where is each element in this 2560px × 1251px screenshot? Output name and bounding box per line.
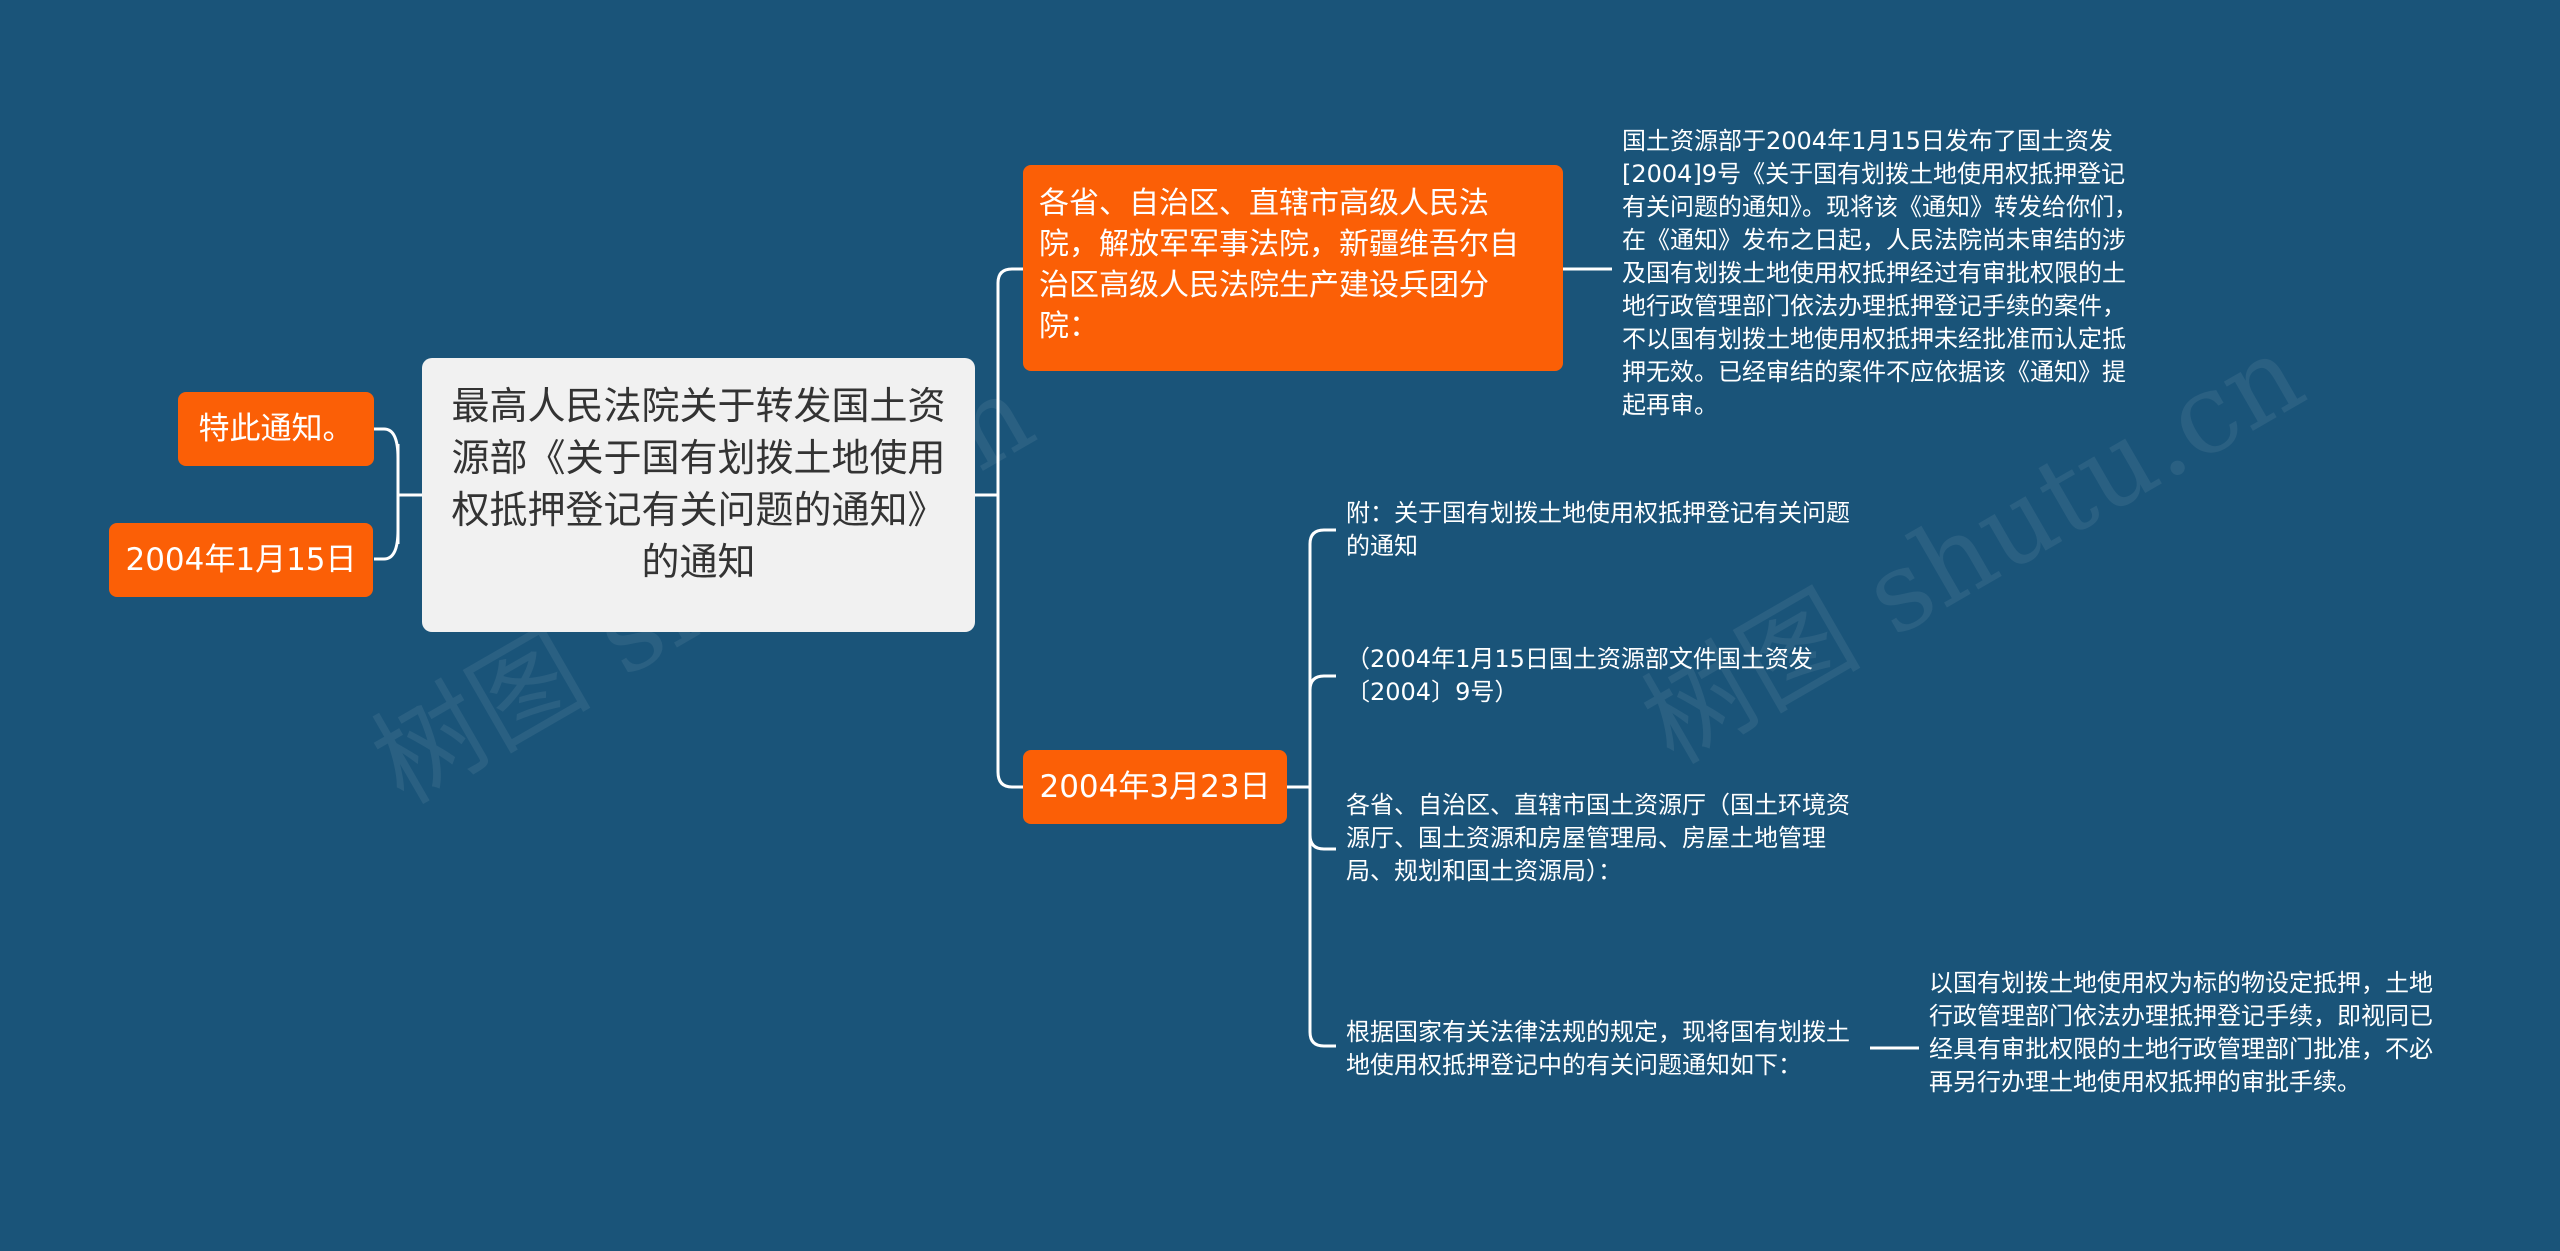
basis-node[interactable]: 根据国家有关法律法规的规定，现将国有划拨土地使用权抵押登记中的有关问题通知如下： bbox=[1346, 1018, 1850, 1079]
connector-right-recipients bbox=[996, 267, 1023, 284]
connector-date-basis bbox=[1308, 1031, 1336, 1048]
attachment-node[interactable]: 附：关于国有划拨土地使用权抵押登记有关问题的通知 bbox=[1346, 499, 1850, 560]
connector-left-closing bbox=[374, 427, 400, 459]
connector-date-addressee bbox=[1308, 834, 1336, 851]
mortgage-rule-node[interactable]: 以国有划拨土地使用权为标的物设定抵押，土地行政管理部门依法办理抵押登记手续，即视… bbox=[1929, 969, 2433, 1096]
connector-left-date bbox=[374, 529, 400, 561]
document-number-node[interactable]: （2004年1月15日国土资源部文件国土资发〔2004〕9号） bbox=[1346, 645, 1813, 706]
root-node[interactable]: 最高人民法院关于转发国土资源部《关于国有划拨土地使用权抵押登记有关问题的通知》的… bbox=[422, 358, 975, 632]
right-date-node[interactable]: 2004年3月23日 bbox=[1023, 750, 1287, 824]
left-date-node[interactable]: 2004年1月15日 bbox=[109, 523, 373, 597]
addressee-node[interactable]: 各省、自治区、直辖市国土资源厅（国土环境资源厅、国土资源和房屋管理局、房屋土地管… bbox=[1346, 791, 1850, 885]
connector-date-document bbox=[1308, 674, 1336, 691]
connector-right-date bbox=[996, 771, 1023, 789]
recipients-node[interactable]: 各省、自治区、直辖市高级人民法院，解放军军事法院，新疆维吾尔自治区高级人民法院生… bbox=[1023, 165, 1563, 371]
closing-node[interactable]: 特此通知。 bbox=[178, 392, 374, 466]
recipients-text-node[interactable]: 国土资源部于2004年1月15日发布了国土资发[2004]9号《关于国有划拨土地… bbox=[1622, 127, 2138, 419]
connector-date-attachment bbox=[1308, 528, 1336, 545]
